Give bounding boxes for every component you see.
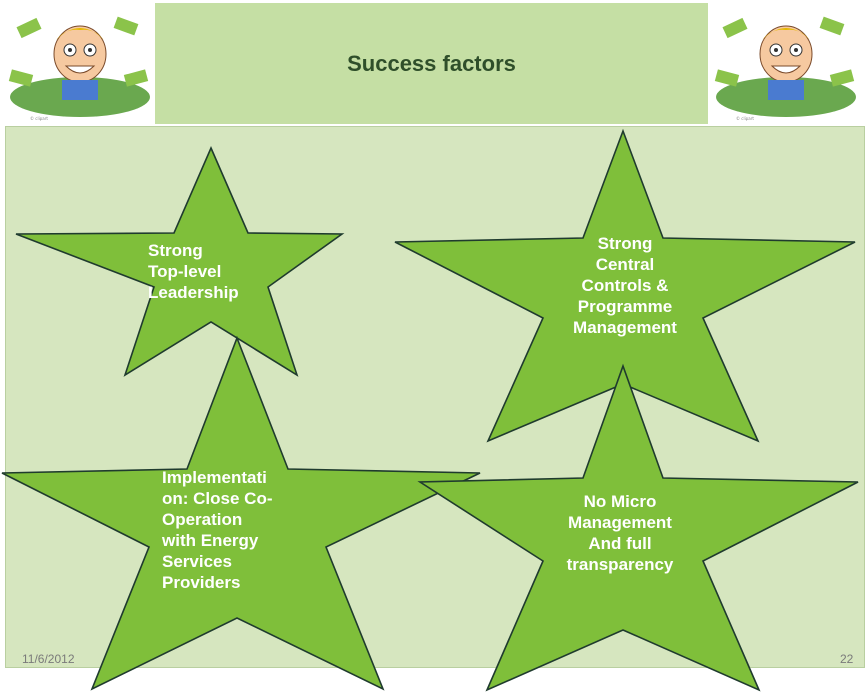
star-label-central-controls: Strong Central Controls & Programme Mana…: [573, 234, 677, 337]
star-label-implementation: Implementati on: Close Co- Operation wit…: [162, 468, 273, 592]
star-label-no-micro-management: No Micro Management And full transparenc…: [566, 492, 674, 574]
svg-text:© clipart: © clipart: [30, 116, 48, 121]
money-man-clipart-right-icon: © clipart: [706, 2, 864, 124]
title-banner: Success factors: [155, 3, 708, 124]
footer-date: 11/6/2012: [22, 652, 75, 666]
footer-page-number: 22: [840, 652, 854, 666]
star-shape-implementation: [1, 335, 481, 691]
money-man-clipart-left-icon: © clipart: [0, 2, 158, 124]
star-shape-leadership: [15, 145, 345, 377]
star-label-leadership: Strong Top-level Leadership: [148, 241, 239, 302]
svg-text:© clipart: © clipart: [736, 116, 754, 121]
star-shape-no-micro-management: [417, 363, 859, 692]
slide-title: Success factors: [347, 50, 516, 76]
